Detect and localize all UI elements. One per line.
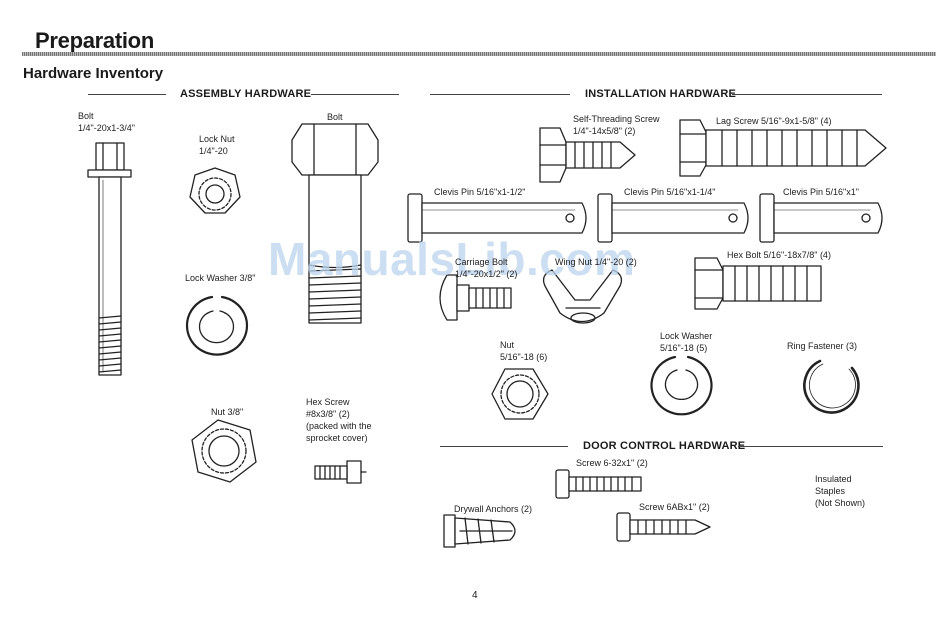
- hex-screw-illustration: [315, 461, 366, 483]
- carriage-bolt-illustration: [440, 275, 511, 320]
- clevis-pin-2-label: Clevis Pin 5/16"x1-1/4": [624, 187, 716, 197]
- lock-nut-illustration: [190, 168, 240, 213]
- lock-washer-label: Lock Washer 3/8": [185, 273, 256, 283]
- hex-screw-label: Hex Screw #8x3/8" (2) (packed with the s…: [306, 397, 372, 443]
- bolt-long-label: Bolt 1/4"-20x1-3/4": [78, 111, 135, 133]
- assembly-rule-left: [88, 94, 166, 95]
- page-subtitle: Hardware Inventory: [23, 65, 164, 82]
- page-number: 4: [472, 590, 478, 601]
- door-control-hardware-heading: DOOR CONTROL HARDWARE: [583, 440, 746, 452]
- clevis-pin-3-illustration: [760, 194, 882, 242]
- bolt-big-label: Bolt: [327, 112, 343, 122]
- installation-rule-left: [430, 94, 570, 95]
- assembly-rule-right: [311, 94, 399, 95]
- watermark: ManualsLib.com: [268, 233, 636, 285]
- bolt-long-illustration: [88, 143, 131, 375]
- clevis-pin-1-illustration: [408, 194, 586, 242]
- assembly-hardware-heading: ASSEMBLY HARDWARE: [180, 88, 312, 100]
- carriage-bolt-label: Carriage Bolt 1/4"-20x1/2" (2): [455, 257, 518, 279]
- screw-6ab-label: Screw 6ABx1" (2): [639, 502, 710, 512]
- drywall-anchor-illustration: [444, 515, 515, 547]
- bolt-big-illustration: [292, 124, 378, 323]
- door-control-rule-right: [738, 446, 883, 447]
- installation-hardware-heading: INSTALLATION HARDWARE: [585, 88, 737, 100]
- nut-5-16-label: Nut 5/16"-18 (6): [500, 340, 548, 362]
- clevis-pin-3-label: Clevis Pin 5/16"x1": [783, 187, 859, 197]
- installation-rule-right: [732, 94, 882, 95]
- hex-bolt-label: Hex Bolt 5/16"-18x7/8" (4): [727, 250, 831, 260]
- self-threading-screw-label: Self-Threading Screw 1/4"-14x5/8" (2): [573, 114, 660, 136]
- clevis-pin-1-label: Clevis Pin 5/16"x1-1/2": [434, 187, 526, 197]
- lag-screw-illustration: [680, 120, 886, 176]
- page-title: Preparation: [35, 28, 154, 53]
- screw-6ab-illustration: [617, 513, 710, 541]
- ring-fastener-illustration: [804, 361, 858, 412]
- lock-nut-label: Lock Nut 1/4"-20: [199, 134, 235, 156]
- lag-screw-label: Lag Screw 5/16"-9x1-5/8" (4): [716, 116, 832, 126]
- lock-washer-illustration: [187, 297, 247, 355]
- screw-6-32-label: Screw 6-32x1" (2): [576, 458, 648, 468]
- ring-fastener-label: Ring Fastener (3): [787, 341, 858, 351]
- hex-bolt-illustration: [695, 258, 821, 309]
- self-threading-screw-illustration: [540, 128, 635, 182]
- nut-label: Nut 3/8": [211, 407, 244, 417]
- nut-5-16-illustration: [492, 369, 548, 419]
- nut-illustration: [192, 420, 256, 482]
- wing-nut-label: Wing Nut 1/4"-20 (2): [555, 257, 637, 267]
- wing-nut-illustration: [544, 270, 622, 323]
- lock-washer-5-16-label: Lock Washer 5/16"-18 (5): [660, 331, 713, 353]
- title-divider: [22, 52, 936, 56]
- screw-6-32-illustration: [556, 470, 641, 498]
- door-control-rule-left: [440, 446, 568, 447]
- insulated-staples-label: Insulated Staples (Not Shown): [815, 474, 866, 508]
- lock-washer-5-16-illustration: [652, 357, 712, 414]
- drywall-anchors-label: Drywall Anchors (2): [454, 504, 533, 514]
- clevis-pin-2-illustration: [598, 194, 748, 242]
